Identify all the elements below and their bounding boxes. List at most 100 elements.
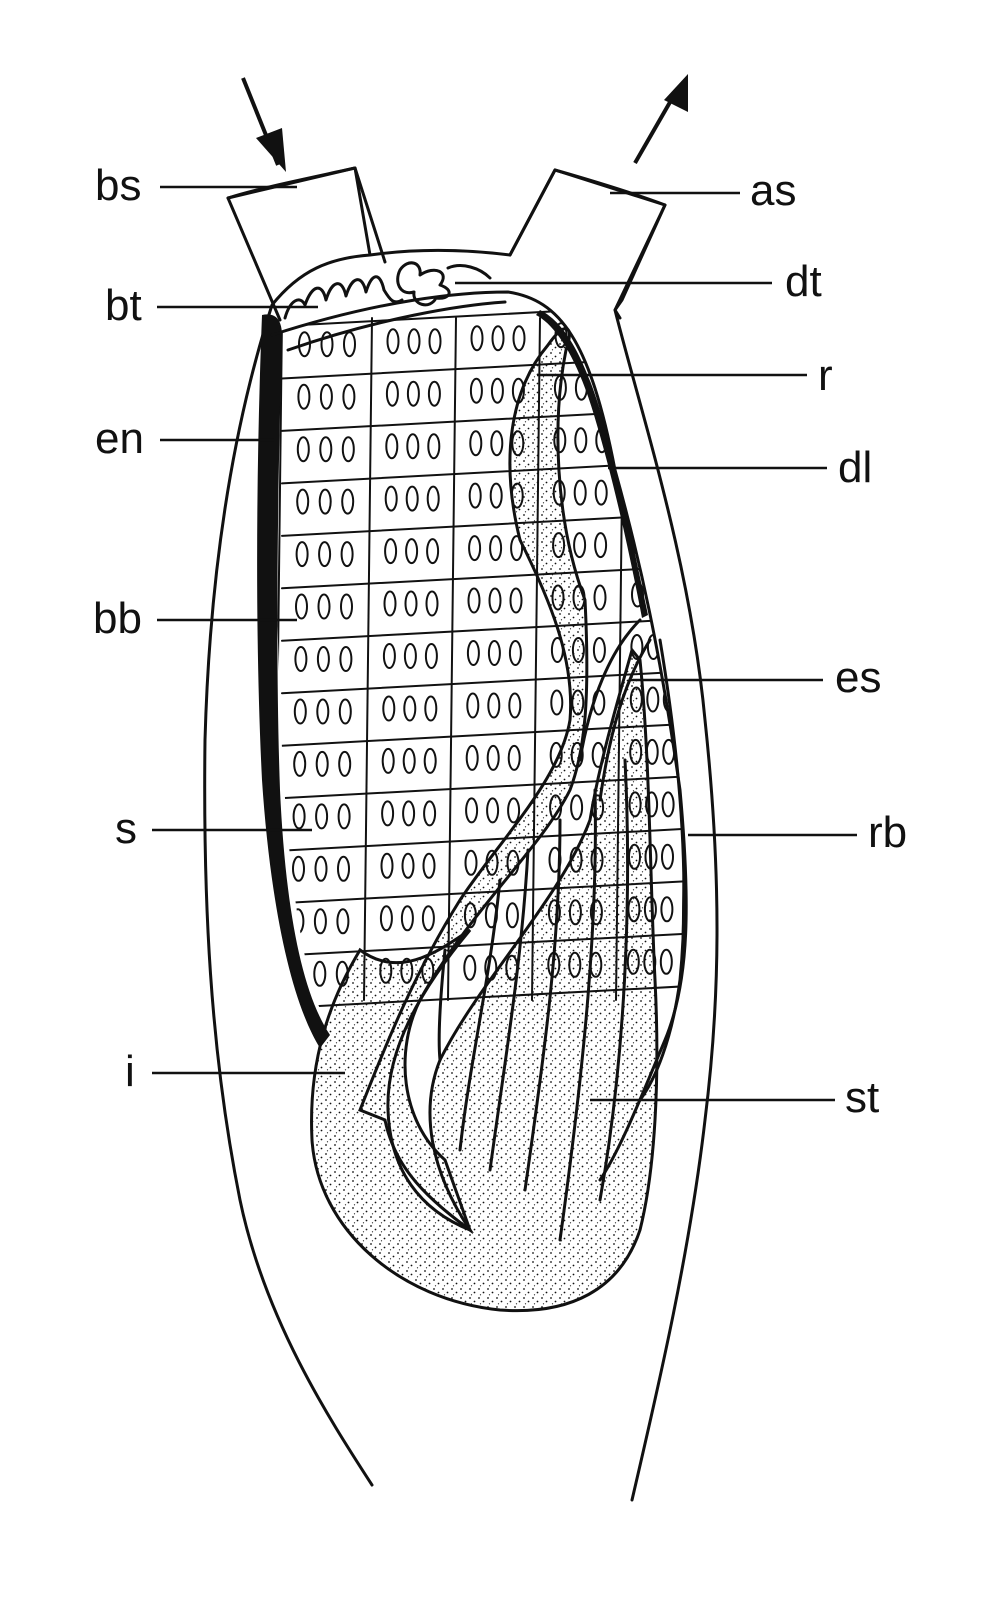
stigma <box>594 479 608 506</box>
stigma <box>336 908 350 935</box>
stigma <box>648 529 662 556</box>
stigma <box>466 692 480 719</box>
longitudinal-bar <box>363 317 373 1001</box>
stigma <box>594 532 608 559</box>
stigma <box>570 794 584 821</box>
stigma <box>468 535 482 562</box>
transverse-bar <box>281 460 687 485</box>
stigma <box>649 371 663 398</box>
stigma <box>340 593 353 620</box>
stigma <box>407 328 421 355</box>
stigma <box>404 590 418 617</box>
stigma <box>379 905 393 932</box>
stigma <box>661 843 674 870</box>
label-bs: bs <box>95 161 141 210</box>
stigma <box>338 698 352 725</box>
stigma <box>381 747 395 774</box>
stigma <box>595 427 609 454</box>
stigma <box>426 538 440 565</box>
stigma <box>507 744 521 771</box>
stigma <box>468 482 482 509</box>
transverse-bar <box>281 407 687 432</box>
stigma <box>318 541 332 568</box>
stigma <box>293 750 307 777</box>
stigma <box>666 371 680 398</box>
stigma <box>315 803 329 830</box>
stigma <box>664 581 677 608</box>
label-st: st <box>845 1073 879 1122</box>
stomach-folds <box>437 758 630 1242</box>
stigma <box>574 427 588 454</box>
stigma <box>343 331 356 358</box>
stigma <box>295 541 309 568</box>
atrial-siphon <box>508 168 667 320</box>
siphon-rim-top <box>226 166 357 200</box>
stigma <box>491 325 505 352</box>
stigma <box>489 482 503 509</box>
stigma <box>489 535 503 562</box>
stigma <box>342 383 356 410</box>
stigma <box>632 424 646 451</box>
stigma <box>339 646 353 672</box>
stigma <box>463 954 477 981</box>
stigma <box>646 686 660 713</box>
stigma <box>316 698 330 725</box>
stigma <box>383 590 397 617</box>
stigma <box>469 377 483 404</box>
stigma <box>424 695 438 722</box>
stigma <box>319 383 333 410</box>
stigma <box>632 476 646 503</box>
stigma <box>422 852 436 879</box>
stigma <box>665 424 679 451</box>
stigma <box>421 905 435 932</box>
esophagus <box>578 618 652 802</box>
stigma <box>296 436 310 463</box>
stigma <box>665 476 679 503</box>
stigma <box>573 479 587 506</box>
stigma <box>469 430 483 457</box>
stigma <box>382 695 396 722</box>
stigma <box>427 433 441 460</box>
stigma <box>313 960 327 987</box>
stigma <box>592 637 606 663</box>
label-i: i <box>125 1047 135 1096</box>
stigma <box>550 689 564 716</box>
stigma <box>487 640 501 666</box>
stigma <box>341 488 355 515</box>
stigma <box>486 744 500 771</box>
label-as: as <box>750 166 796 215</box>
stigma <box>403 643 417 669</box>
stigma <box>487 692 501 719</box>
stigma <box>381 800 395 827</box>
stigma <box>490 430 504 457</box>
stigma <box>316 646 330 672</box>
stigma <box>384 538 398 565</box>
stigma <box>510 535 524 562</box>
stigma <box>662 738 676 765</box>
stigma <box>295 593 308 620</box>
stigma <box>488 587 502 614</box>
stigma <box>470 325 484 352</box>
stigma <box>573 532 587 559</box>
retropharyngeal-band <box>638 638 686 1102</box>
stigma <box>292 855 305 882</box>
stigma <box>386 328 400 355</box>
stigma <box>648 476 662 503</box>
stigma <box>427 380 441 407</box>
stigma <box>337 803 351 830</box>
stigma <box>423 800 437 827</box>
stigma <box>401 852 415 879</box>
stigma <box>294 646 308 672</box>
transverse-bar <box>281 617 687 642</box>
branchial-sac-outline <box>270 290 688 1182</box>
stigma <box>593 584 607 611</box>
stigma <box>428 328 442 355</box>
stigma <box>661 791 675 818</box>
label-r: r <box>818 351 833 400</box>
transverse-bar <box>281 670 687 695</box>
stigma <box>315 750 329 777</box>
stigma <box>380 852 394 879</box>
inflow-arrow <box>241 77 286 172</box>
endostyle <box>257 314 330 1048</box>
